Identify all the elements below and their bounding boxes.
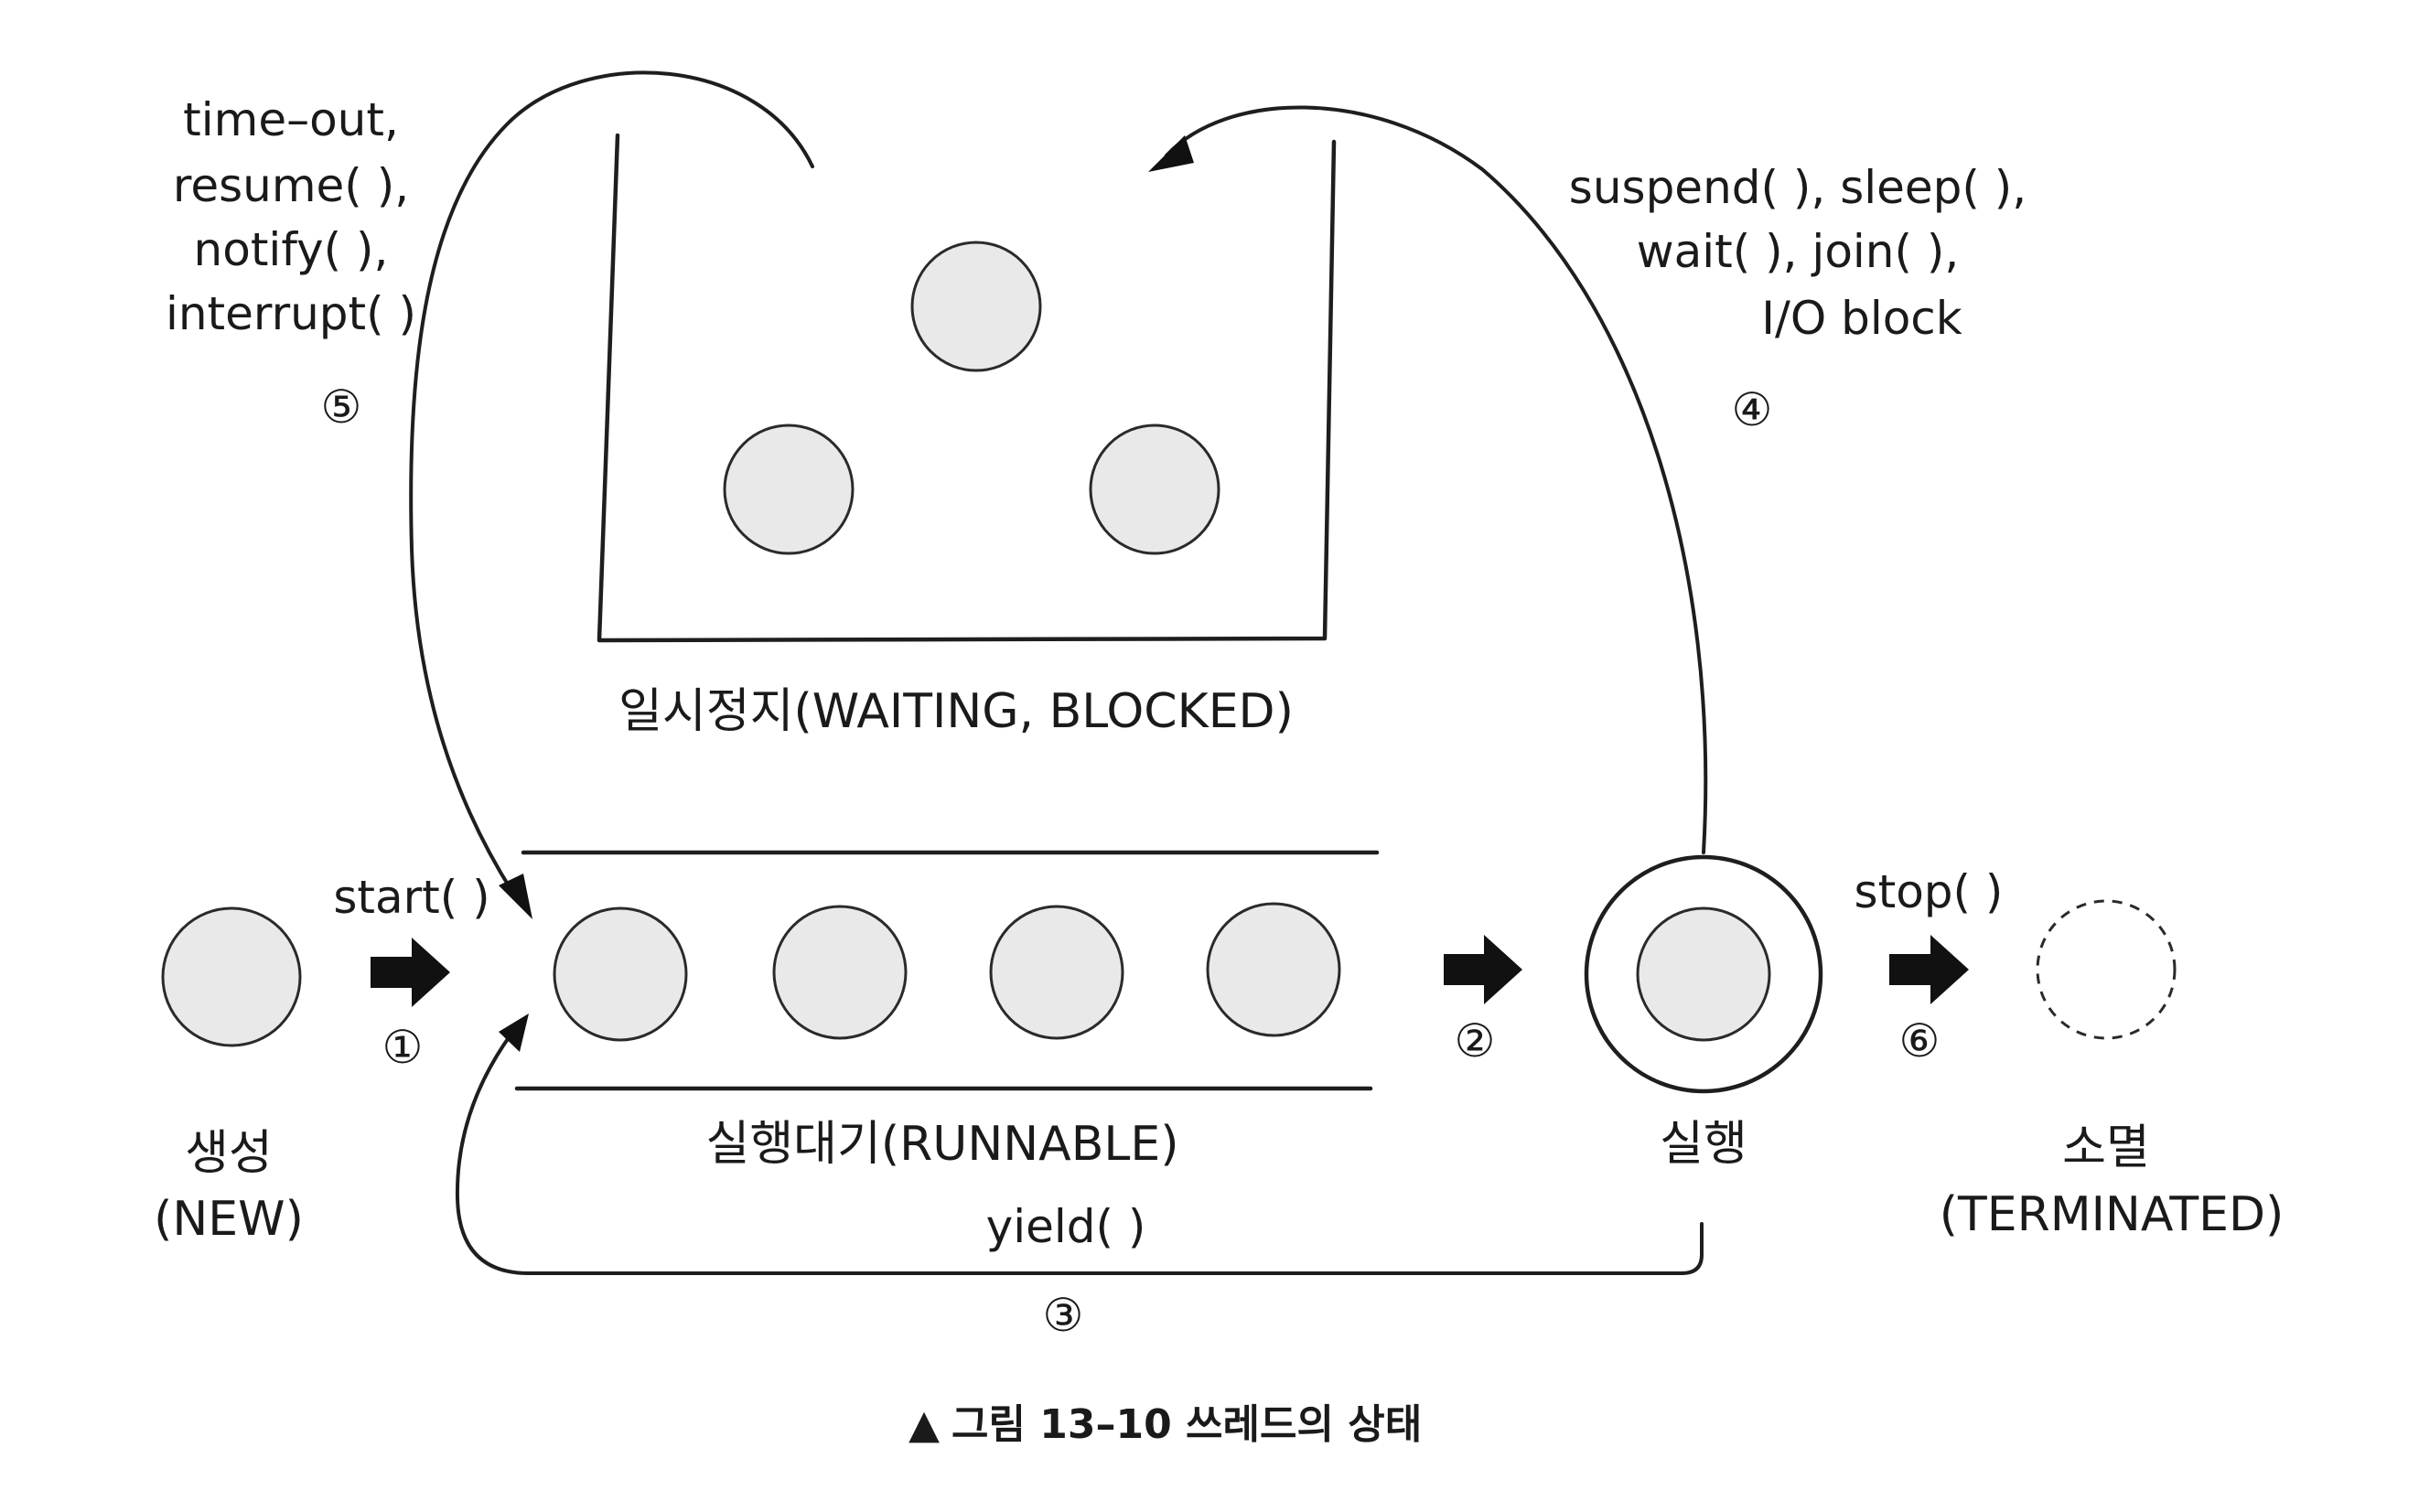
stop-method-label: stop( ): [1855, 865, 2004, 918]
waiting-container: [597, 133, 1337, 643]
waiting-thread-top: [910, 241, 1042, 372]
transition-2-arrow: [1444, 935, 1522, 1004]
transition-1-number: ①: [382, 1021, 424, 1074]
transition-4-number: ④: [1732, 383, 1773, 436]
transition-3-number: ③: [1043, 1289, 1084, 1342]
transition-6-number: ⑥: [1899, 1014, 1941, 1067]
transition-5-number: ⑤: [321, 381, 362, 434]
resume-trigger-line-2: resume( ),: [173, 159, 409, 212]
transition-2-number: ②: [1455, 1014, 1496, 1067]
new-state-name: 생성: [185, 1126, 273, 1181]
transition-3-yield-path: [455, 1024, 1704, 1275]
terminated-state-sub: (TERMINATED): [1940, 1187, 2285, 1242]
transition-4-arrowhead: [1148, 135, 1194, 172]
waiting-trigger-line-1: suspend( ), sleep( ),: [1569, 161, 2027, 214]
runnable-thread-1: [553, 906, 688, 1042]
transition-5-path: [409, 70, 814, 894]
runnable-thread-3: [989, 905, 1124, 1040]
transition-1-arrow: [371, 938, 450, 1007]
runnable-state-label: 실행대기(RUNNABLE): [706, 1117, 1179, 1172]
terminated-state-name: 소멸: [2062, 1121, 2150, 1175]
new-state-sub: (NEW): [154, 1192, 304, 1247]
resume-trigger-line-4: interrupt( ): [166, 287, 416, 340]
waiting-thread-right: [1089, 424, 1220, 555]
runnable-thread-2: [772, 905, 908, 1040]
running-thread: [1636, 906, 1771, 1042]
start-method-label: start( ): [333, 871, 489, 924]
resume-trigger-line-3: notify( ),: [194, 223, 389, 276]
transition-4-path: [1165, 105, 1708, 854]
transition-6-arrow: [1889, 935, 1969, 1004]
waiting-thread-left: [723, 424, 855, 555]
terminated-thread: [2036, 899, 2177, 1040]
resume-trigger-line-1: time–out,: [183, 93, 399, 146]
waiting-state-label: 일시정지(WAITING, BLOCKED): [618, 684, 1294, 739]
waiting-trigger-line-2: wait( ), join( ),: [1637, 225, 1960, 278]
yield-method-label: yield( ): [986, 1200, 1146, 1253]
waiting-trigger-line-3: I/O block: [1761, 292, 1962, 345]
figure-caption: 그림 13–10 쓰레드의 상태: [951, 1401, 1422, 1448]
figure-caption-marker: ▲: [908, 1401, 940, 1448]
new-thread: [161, 906, 302, 1047]
running-state-label: 실행: [1660, 1117, 1747, 1172]
runnable-thread-4: [1206, 902, 1341, 1037]
transition-3-arrowhead: [499, 1013, 529, 1052]
transition-5-arrowhead: [499, 874, 532, 919]
